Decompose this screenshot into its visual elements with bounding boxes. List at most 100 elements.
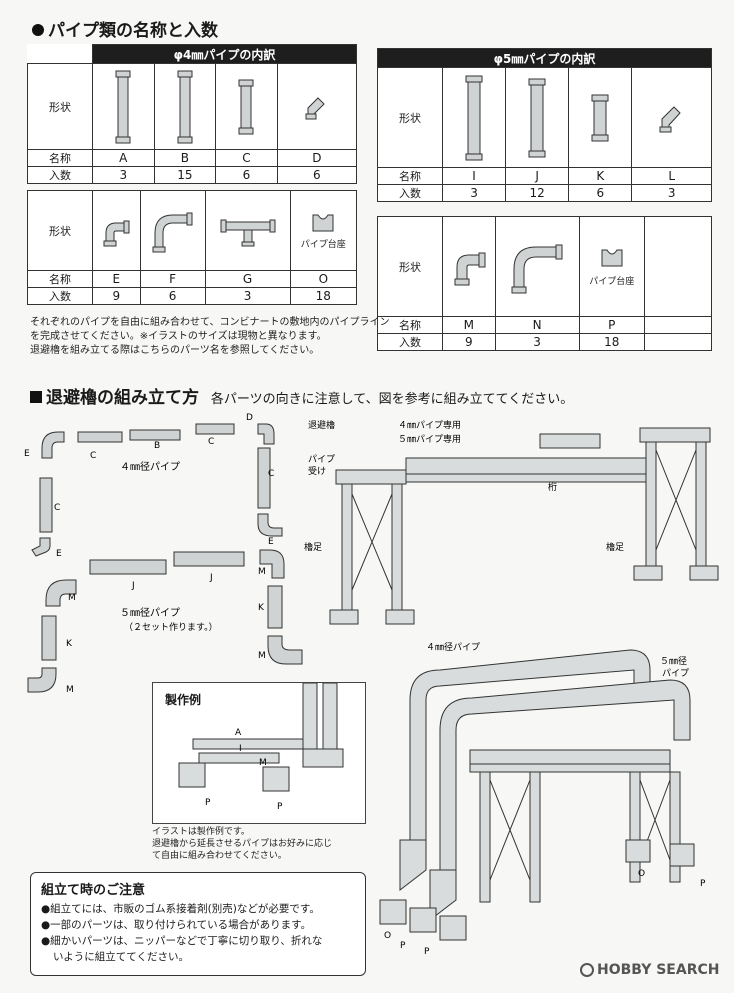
caution-item: ●一部のパーツは、取り付けられている場合があります。 <box>41 917 322 933</box>
pipe4-route <box>31 423 283 557</box>
cell-name: M <box>442 316 496 334</box>
pipe-l-icon <box>631 67 712 168</box>
label-p: P <box>400 941 406 951</box>
pipe5-route <box>27 549 303 693</box>
row-label-shape: 形状 <box>377 216 443 317</box>
cell-name: A <box>92 149 155 167</box>
bullet-icon: ● <box>41 919 51 931</box>
cell-name: D <box>276 149 358 167</box>
label-d: D <box>246 413 253 423</box>
bullet-icon: ● <box>41 935 51 947</box>
example-title: 製作例 <box>165 693 202 707</box>
caution-title: 組立て時のご注意 <box>41 883 146 898</box>
caution-box: 組立て時のご注意 ●組立てには、市販のゴム系接着剤(別売)などが必要です。 ●一… <box>30 872 366 976</box>
label-p: P <box>700 879 706 889</box>
title-text: 退避櫓の組み立て方 <box>46 388 199 408</box>
cell-count: 12 <box>505 184 570 202</box>
caption-line: 退避櫓から延長させるパイプはお好みに応じ <box>152 839 333 849</box>
pipe-j-icon <box>505 67 570 168</box>
label-e: E <box>24 449 30 459</box>
cell-name: K <box>568 167 633 185</box>
pipe-a-icon <box>92 63 155 150</box>
note-line: 退避櫓を組み立てる際はこちらのパーツ名を参照してください。 <box>30 345 320 356</box>
label-pipe5-big: ５㎜径 <box>660 655 687 667</box>
pipe-e-icon <box>92 190 141 271</box>
row-label-shape: 形状 <box>27 63 93 150</box>
cell-name: N <box>494 316 580 334</box>
pipe-stand-o-icon: パイプ台座 <box>289 190 358 271</box>
label-p: P <box>277 802 283 812</box>
label-leg-right: 櫓足 <box>606 541 624 553</box>
pipe-routing-diagram: C B C D E C C E E ４㎜径パイプ J J M M K M K M… <box>24 413 303 695</box>
cell-count: 3 <box>204 287 291 305</box>
label-m: M <box>258 567 266 577</box>
label-pipe4-big: ４㎜径パイプ <box>426 641 480 653</box>
title-text: パイプ類の名称と入数 <box>48 21 218 41</box>
cell-name: B <box>153 149 217 167</box>
caption-line: て自由に組み合わせてください。 <box>152 851 287 861</box>
pipe-m-icon <box>442 216 496 317</box>
pipe-b-icon <box>153 63 217 150</box>
bullet-icon <box>32 24 44 36</box>
row-label-shape: 形状 <box>27 190 93 271</box>
section-title-assembly: 退避櫓の組み立て方 各パーツの向きに注意して、図を参考に組み立ててください。 <box>30 383 573 408</box>
label-pipe-receiver-2: 受け <box>308 465 326 477</box>
label-k: K <box>66 639 73 649</box>
empty-cell <box>644 316 712 334</box>
pipe-n-icon <box>494 216 580 317</box>
table-4mm-part2: 形状 パイプ台座 名称 E F G O 入数 9 6 3 18 <box>27 190 358 305</box>
caption-line: イラストは製作例です。 <box>152 827 250 837</box>
caution-text: いように組立ててください。 <box>53 951 189 963</box>
empty-cell <box>644 216 712 317</box>
label-m: M <box>68 593 76 603</box>
caution-list: ●組立てには、市販のゴム系接着剤(別売)などが必要です。 ●一部のパーツは、取り… <box>41 901 322 965</box>
row-label-name: 名称 <box>377 167 443 185</box>
pipe-d-icon <box>276 63 358 150</box>
row-label-name: 名称 <box>27 149 93 167</box>
label-c: C <box>54 503 60 513</box>
label-m: M <box>258 651 266 661</box>
label-o: O <box>638 869 645 879</box>
empty-cell <box>644 333 712 351</box>
hobby-logo-icon <box>580 963 594 977</box>
pipe-f-icon <box>139 190 206 271</box>
cell-count: 18 <box>289 287 358 305</box>
table-5mm-part2: 形状 パイプ台座 名称 M N P 入数 9 3 18 <box>377 216 712 351</box>
label-pipe5-big-2: パイプ <box>662 668 689 679</box>
label-pipe4: ４㎜径パイプ <box>120 460 180 473</box>
row-label-count: 入数 <box>27 287 93 305</box>
label-p: P <box>205 798 211 808</box>
cell-count: 6 <box>215 166 278 184</box>
label-p: P <box>424 947 430 957</box>
cell-count: 6 <box>276 166 358 184</box>
label-j: J <box>131 581 135 591</box>
cell-name: G <box>204 270 291 288</box>
square-bullet-icon <box>30 391 42 403</box>
caution-text: 細かいパーツは、ニッパーなどで丁寧に切り取り、折れな <box>50 935 323 947</box>
label-pipe5: ５㎜径パイプ <box>120 606 180 619</box>
label-tower: 退避櫓 <box>308 419 335 431</box>
cell-name: P <box>578 316 646 334</box>
label-c: C <box>268 469 274 479</box>
row-label-shape: 形状 <box>377 67 443 168</box>
label-k: K <box>258 603 265 613</box>
label-e: E <box>268 537 274 547</box>
cell-count: 6 <box>568 184 633 202</box>
label-o: O <box>384 931 391 941</box>
label-pipe5-only: ５㎜パイプ専用 <box>398 433 461 445</box>
cell-count: 9 <box>442 333 496 351</box>
pipe-c-icon <box>215 63 278 150</box>
cell-name: J <box>505 167 570 185</box>
label-b: B <box>154 441 160 451</box>
cell-name: E <box>92 270 141 288</box>
watermark-search: SEARCH <box>656 962 720 978</box>
caution-item: ●組立てには、市販のゴム系接着剤(別売)などが必要です。 <box>41 901 322 917</box>
label-pipe5-sets: （２セット作ります。） <box>124 621 218 633</box>
table-5mm-part1: φ5㎜パイプの内訳 形状 名称 I J K L 入数 3 12 6 3 <box>377 48 712 202</box>
cell-count: 3 <box>631 184 712 202</box>
cell-count: 3 <box>441 184 507 202</box>
label-pipe-receiver: パイプ <box>308 454 335 465</box>
label-leg-left: 櫓足 <box>304 541 322 553</box>
label-a: A <box>235 728 242 738</box>
label-c: C <box>208 437 214 447</box>
